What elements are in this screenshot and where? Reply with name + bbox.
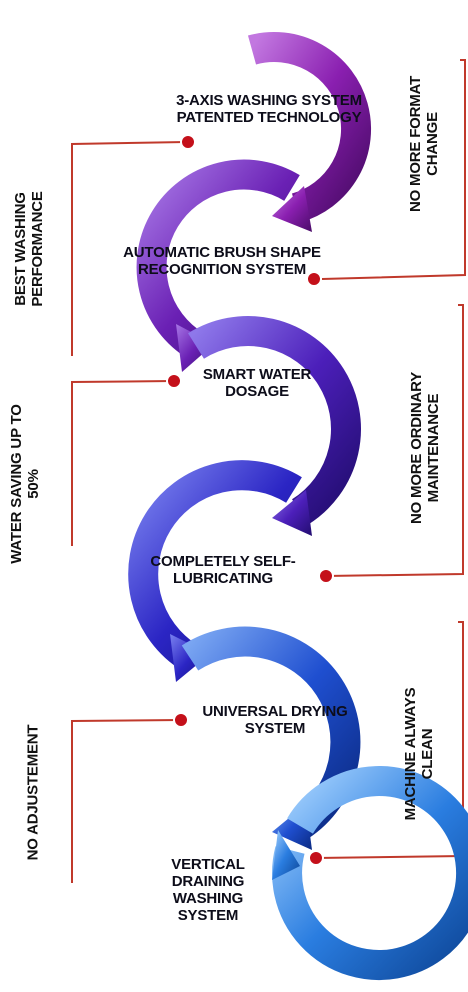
- benefit-label-6: NO ADJUSTEMENT: [24, 724, 42, 861]
- connector-dots: [166, 134, 334, 866]
- connector-left-3: [71, 719, 182, 883]
- step-label-3: SMART WATER DOSAGE: [202, 366, 312, 400]
- arrow-ring-6: [272, 766, 468, 981]
- benefit-label-5: MACHINE ALWAYS CLEAN: [402, 687, 436, 821]
- connector-right-2: [325, 304, 464, 577]
- connector-lines: [71, 59, 466, 883]
- benefit-label-2: BEST WASHING PERFORMANCE: [12, 191, 46, 307]
- connector-right-1: [321, 59, 466, 280]
- dot-5: [173, 712, 189, 728]
- benefit-label-1: NO MORE FORMAT CHANGE: [407, 75, 441, 213]
- connector-left-1: [71, 141, 187, 356]
- dot-6: [308, 850, 324, 866]
- connector-right-3: [315, 621, 464, 859]
- arrow-ring-3: [188, 316, 361, 536]
- step-label-4: COMPLETELY SELF-LUBRICATING: [150, 553, 296, 587]
- arrow-ring-1: [247, 32, 371, 232]
- dot-1: [180, 134, 196, 150]
- step-label-1: 3-AXIS WASHING SYSTEM PATENTED TECHNOLOG…: [176, 92, 362, 126]
- connector-left-2: [71, 380, 174, 546]
- step-label-5: UNIVERSAL DRYING SYSTEM: [202, 703, 348, 737]
- dot-2: [306, 271, 322, 287]
- benefit-label-3: NO MORE ORDINARY MAINTENANCE: [408, 371, 442, 525]
- step-label-6: VERTICAL DRAINING WASHING SYSTEM: [171, 856, 245, 924]
- benefit-label-4: WATER SAVING UP TO 50%: [8, 404, 42, 564]
- dot-3: [166, 373, 182, 389]
- dot-4: [318, 568, 334, 584]
- arrow-ring-2: [136, 159, 300, 372]
- step-label-2: AUTOMATIC BRUSH SHAPE RECOGNITION SYSTEM: [123, 244, 321, 278]
